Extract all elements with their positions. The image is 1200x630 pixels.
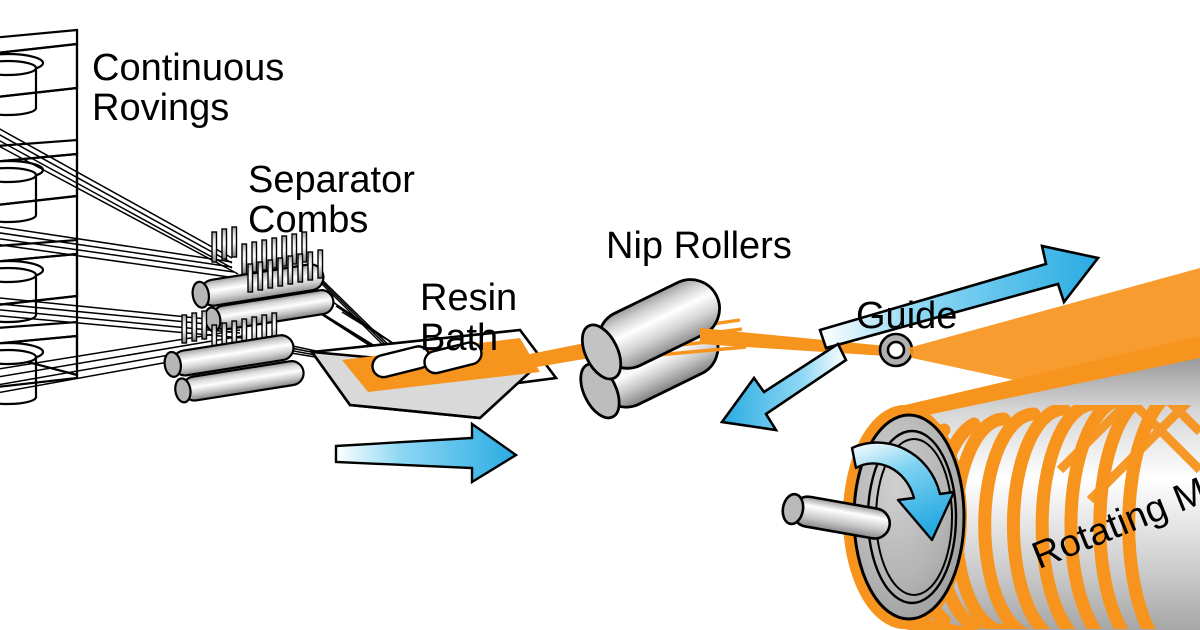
- separator-comb-3: [163, 310, 295, 378]
- label-guide: Guide: [856, 295, 957, 337]
- arrow-mandrel-rotation: [850, 441, 956, 542]
- rotating-mandrel: [781, 336, 1200, 630]
- guide-eyelet: [878, 332, 914, 368]
- creel-shelf-1: [0, 28, 79, 117]
- nip-roller-top: [580, 278, 721, 381]
- label-resin-bath-line1: Resin: [420, 277, 517, 319]
- creel-rack: [0, 28, 79, 406]
- label-separator-combs-line2: Combs: [248, 199, 368, 241]
- label-resin-bath-line2: Bath: [420, 317, 498, 359]
- arrow-traverse-right: [818, 244, 1101, 350]
- nip-rollers-assembly: [470, 278, 747, 420]
- label-separator-combs-line1: Separator: [248, 159, 415, 201]
- arrow-bath-forward: [334, 421, 519, 485]
- label-continuous-rovings-line2: Rovings: [92, 87, 229, 129]
- arrow-traverse-left: [719, 342, 848, 432]
- separator-comb-4: [174, 360, 305, 404]
- separator-combs-assembly: [163, 226, 335, 404]
- creel-shelf-4: [0, 320, 79, 406]
- resin-bath-rollers: [371, 341, 483, 379]
- label-nip-rollers: Nip Rollers: [606, 225, 792, 267]
- mandrel-axle: [781, 492, 891, 540]
- label-continuous-rovings-line1: Continuous: [92, 47, 284, 89]
